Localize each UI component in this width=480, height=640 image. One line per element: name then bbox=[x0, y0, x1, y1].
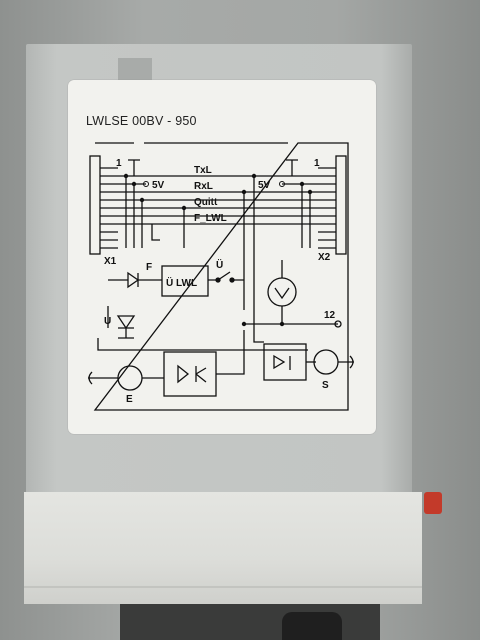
device-label bbox=[68, 80, 376, 434]
label-switch: Ü bbox=[216, 258, 223, 271]
pin-label-left: 1 bbox=[116, 158, 122, 169]
connector-x1 bbox=[89, 155, 101, 255]
label-monitor: Ü LWL bbox=[166, 276, 197, 289]
label-terminal-12: 12 bbox=[324, 310, 336, 321]
connector-x2 bbox=[335, 155, 347, 255]
label-f-lwl: F_LWL bbox=[194, 213, 227, 224]
receiver-diode bbox=[313, 349, 339, 375]
label-quitt: Quitt bbox=[194, 197, 218, 208]
label-5v-right: 5V bbox=[258, 180, 271, 191]
frame-line bbox=[93, 142, 349, 411]
label-5v-left: 5V bbox=[152, 180, 165, 191]
label-x1: X1 bbox=[104, 256, 117, 267]
label-rxl: RxL bbox=[194, 181, 213, 192]
label-power: U bbox=[104, 316, 111, 327]
optocoupler bbox=[163, 351, 217, 397]
pin-label-right: 1 bbox=[314, 158, 320, 169]
label-receiver: S bbox=[322, 380, 329, 391]
supply-monitor bbox=[267, 277, 297, 307]
circuit-schematic: 1 1 TxL 5V RxL 5V Quitt F_LWL X1 X2 F Ü … bbox=[88, 142, 354, 411]
emitter-diode bbox=[117, 365, 143, 391]
label-emitter: E bbox=[126, 394, 133, 405]
device-title: LWLSE 00BV - 950 bbox=[86, 114, 197, 128]
reset-button[interactable] bbox=[424, 492, 442, 514]
monitor-block bbox=[161, 265, 209, 297]
label-txl: TxL bbox=[194, 165, 212, 176]
fiber-cable bbox=[282, 612, 342, 640]
label-fault: F bbox=[146, 262, 152, 273]
module-edge bbox=[24, 586, 422, 588]
terminal-module bbox=[24, 492, 422, 604]
label-x2: X2 bbox=[318, 252, 331, 263]
housing-notch bbox=[118, 58, 152, 80]
fault-led bbox=[108, 271, 162, 289]
